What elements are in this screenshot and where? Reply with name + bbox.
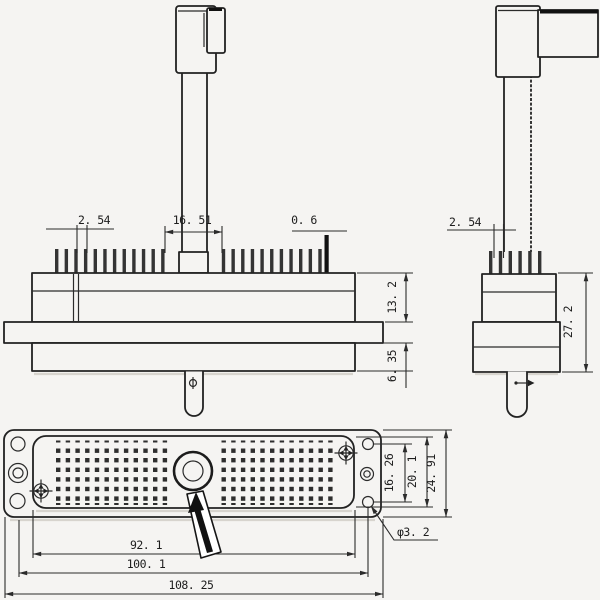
dim-lower-body-height: 6. 35 (385, 350, 399, 382)
dim-flange-width: 24. 91 (424, 454, 438, 493)
dim-upper-body-height: 13. 2 (385, 281, 399, 313)
pin-row-side (489, 251, 542, 274)
dim-hole-diameter: φ3. 2 (397, 525, 429, 539)
flange-front (3, 321, 384, 344)
hole-left-top (10, 436, 26, 452)
bottom-view: 16. 26 20. 1 24. 91 φ3. 2 92. 1 100. 1 1… (3, 429, 452, 598)
cable-side (537, 9, 599, 58)
lower-body-front (31, 342, 356, 372)
side-view: 2. 54 27. 2 (447, 5, 599, 418)
pin-row-front (55, 249, 322, 273)
dim-stem-width: 16. 51 (173, 213, 212, 227)
plug-body-side (495, 5, 541, 78)
center-guide-inner (182, 460, 204, 482)
mounting-peg-side (506, 371, 528, 418)
stem-boot (178, 251, 209, 274)
hole-right-top (361, 437, 375, 451)
highlighted-pin (324, 235, 329, 273)
dim-insert-width: 20. 1 (405, 455, 419, 488)
connector-body-front (31, 272, 356, 323)
dim-pin-width: 0. 6 (291, 213, 317, 227)
hole-left-bottom (9, 492, 26, 510)
dim-flange-length: 108. 25 (169, 578, 214, 592)
center-guide-outer (172, 450, 214, 492)
dim-total-height: 27. 2 (561, 306, 575, 338)
dim-side-pin-pitch: 2. 54 (449, 215, 482, 229)
hole-left-middle-outer (7, 462, 29, 484)
dim-insert-length: 92. 1 (130, 538, 163, 552)
peg-arrow-icon (514, 379, 535, 387)
dim-hole-span: 100. 1 (127, 557, 166, 571)
hole-right-middle-outer (359, 466, 375, 482)
hole-right-middle-inner (363, 470, 371, 478)
screw-target-left (29, 479, 53, 503)
contact-grid (56, 440, 333, 505)
dim-hole-pitch-vertical: 16. 26 (382, 453, 396, 492)
dim-front-pin-pitch: 2. 54 (78, 213, 111, 227)
pointer-arrow (186, 490, 222, 559)
front-view: 2. 54 16. 51 0. 6 13. 2 6. 35 (3, 5, 413, 417)
cable-exit-front (206, 7, 226, 54)
hole-left-middle-inner (12, 467, 24, 479)
screw-target-right (334, 441, 358, 465)
connector-body-side (481, 273, 557, 323)
mounting-peg-front (184, 371, 204, 417)
